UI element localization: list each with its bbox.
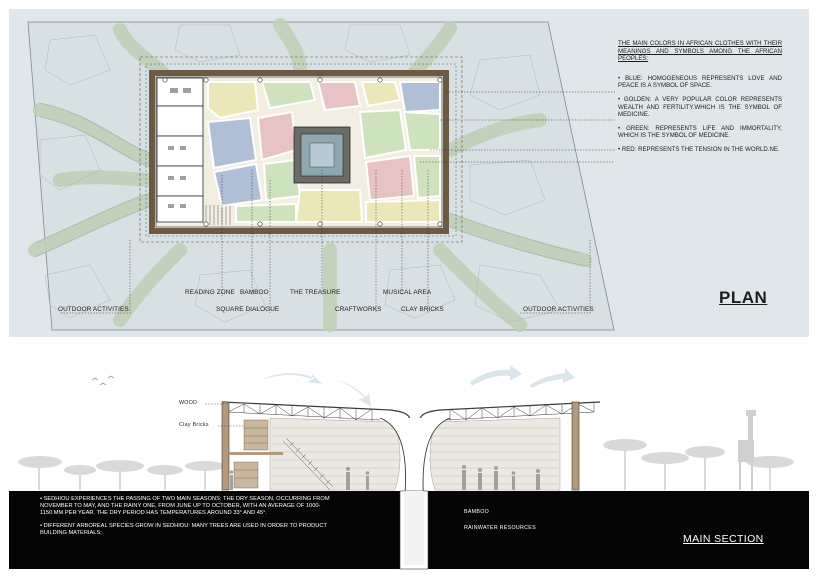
legend-item-red: • RED: REPRESENTS THE TENSION IN THE WOR…: [618, 145, 780, 153]
label-reading-zone: READING ZONE: [185, 289, 235, 296]
legend-item-golden: • GOLDEN: A VERY POPULAR COLOR REPRESENT…: [618, 95, 782, 119]
inner-dashed-boundary: [145, 63, 457, 237]
climate-notes: • SEDHIOU EXPERIENCES THE PASSING OF TWO…: [40, 496, 330, 542]
brick-pattern: [272, 427, 558, 485]
background-trees: [18, 439, 794, 490]
service-fixtures: [168, 88, 191, 208]
building-inner-line: [155, 76, 443, 228]
bookshelves: [233, 419, 269, 489]
label-section-bamboo: BAMBOO: [464, 509, 490, 515]
rainwater-well-inner: [404, 491, 424, 565]
site-paths: [28, 18, 592, 332]
left-end-wall: [221, 401, 230, 491]
roof-truss-right: [443, 403, 595, 421]
color-zones: [206, 81, 441, 223]
label-the-treasure: THE TREASURE: [290, 289, 341, 296]
note-seasons: • SEDHIOU EXPERIENCES THE PASSING OF TWO…: [40, 496, 330, 517]
label-craftworks: CRAFTWORKS: [335, 306, 382, 313]
people-silhouettes: [229, 465, 540, 490]
service-rooms: [156, 77, 204, 223]
right-end-wall: [571, 401, 580, 491]
legend-heading: THE MAIN COLORS IN AFRICAN CLOTHES WITH …: [618, 40, 782, 63]
legend-item-blue: • BLUE: HOMOGENEOUS REPRESENTS LOVE AND …: [618, 74, 782, 90]
label-outdoor-activities-left: OUTDOOR ACTIVITIES: [58, 306, 129, 313]
label-bamboo: BAMBOO: [240, 289, 269, 296]
section-leaders: [205, 403, 244, 427]
label-clay-bricks: CLAY BRICKS: [401, 306, 444, 313]
mezzanine-floor: [229, 452, 283, 455]
label-rainwater-resources: RAINWATER RESOURCES: [464, 525, 536, 531]
columns: [162, 77, 443, 227]
colors-legend: THE MAIN COLORS IN AFRICAN CLOTHES WITH …: [618, 40, 782, 160]
label-musical-area: MUSICAL AREA: [383, 289, 432, 296]
note-arboreal: • DIFFERENT ARBOREAL SPECIES GROW IN SED…: [40, 522, 327, 536]
treasure-core: [309, 142, 335, 168]
label-outdoor-activities-right: OUTDOOR ACTIVITIES: [523, 306, 594, 313]
birds: [91, 375, 115, 386]
plan-title: PLAN: [719, 288, 768, 307]
outer-dashed-boundary: [139, 56, 463, 243]
label-section-clay-bricks: Clay Bricks: [179, 422, 209, 428]
legend-item-green: • GREEN: REPRESENTS LIFE AND IMMORTALITY…: [618, 124, 782, 140]
site-cells: [39, 24, 561, 323]
plan-leaders: [60, 91, 615, 314]
label-square-dialogue: SQUARE DIALOGUE: [216, 306, 280, 313]
label-wood: WOOD: [179, 400, 198, 406]
giraffe-silhouette: [738, 410, 756, 490]
section-title: MAIN SECTION: [683, 533, 764, 545]
wind-arrows: [265, 365, 575, 407]
section-stair: [282, 437, 334, 491]
